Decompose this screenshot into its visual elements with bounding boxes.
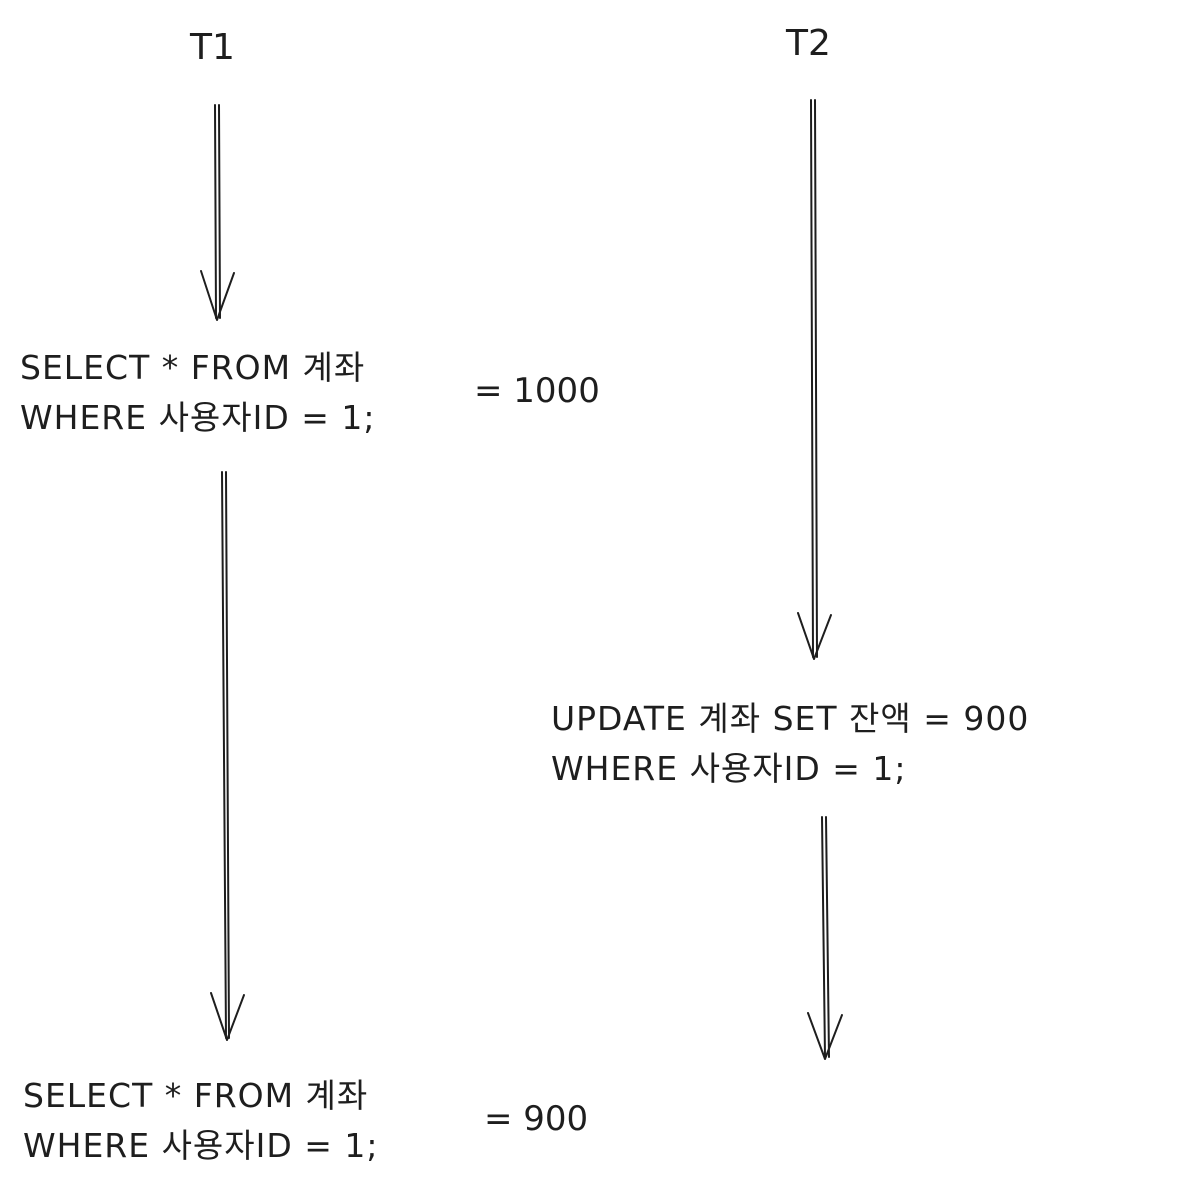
t2-arrow-2 xyxy=(807,816,843,1060)
t1-first-result: = 1000 xyxy=(474,371,600,411)
t1-second-query-line1: SELECT * FROM 계좌 xyxy=(23,1076,369,1115)
t1-arrow-1 xyxy=(200,104,235,321)
t1-header: T1 xyxy=(190,27,235,68)
t1-second-query-line2: WHERE 사용자ID = 1; xyxy=(23,1126,379,1165)
t1-arrow-2 xyxy=(210,471,245,1041)
t2-arrow-1 xyxy=(797,99,832,660)
t1-first-query-line2: WHERE 사용자ID = 1; xyxy=(20,398,376,437)
t1-first-query-line1: SELECT * FROM 계좌 xyxy=(20,348,366,387)
t1-second-result: = 900 xyxy=(484,1099,589,1139)
t2-update-query-line1: UPDATE 계좌 SET 잔액 = 900 xyxy=(551,699,1030,738)
t2-update-query-line2: WHERE 사용자ID = 1; xyxy=(551,749,907,788)
t2-header: T2 xyxy=(786,23,831,64)
